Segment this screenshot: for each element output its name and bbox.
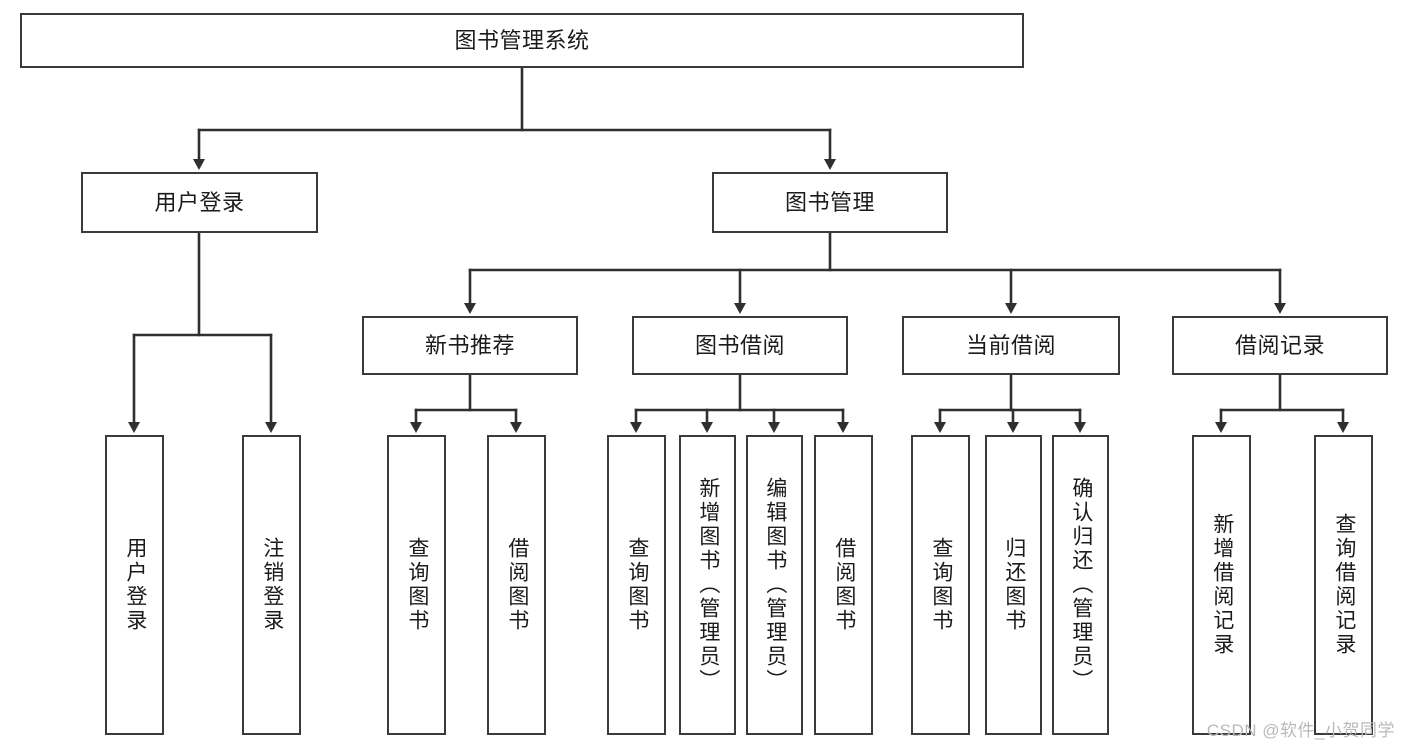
node-borrow-record[interactable]: 借阅记录 <box>1172 316 1388 375</box>
node-leaf-borrow-book-2-label: 借阅图书 <box>832 537 856 633</box>
node-root-label: 图书管理系统 <box>454 27 590 53</box>
current-borrow-to-leaves-connectors <box>934 373 1086 433</box>
node-root[interactable]: 图书管理系统 <box>20 13 1024 68</box>
node-leaf-user-login[interactable]: 用户登录 <box>105 435 164 735</box>
node-leaf-query-book-3[interactable]: 查询图书 <box>911 435 970 735</box>
node-leaf-borrow-book-1-label: 借阅图书 <box>505 537 529 633</box>
csdn-watermark: CSDN @软件_小贺同学 <box>1206 721 1395 740</box>
node-current-borrow-label: 当前借阅 <box>965 332 1056 358</box>
node-new-book-recommend-label: 新书推荐 <box>424 332 515 358</box>
book-borrow-to-leaves-connectors <box>630 373 849 433</box>
node-leaf-borrow-book-1[interactable]: 借阅图书 <box>487 435 546 735</box>
book-management-to-level3-connectors <box>464 231 1286 314</box>
node-leaf-query-book-2[interactable]: 查询图书 <box>607 435 666 735</box>
node-leaf-edit-book-label: 编辑图书（管理员） <box>763 477 787 693</box>
node-leaf-query-record[interactable]: 查询借阅记录 <box>1314 435 1373 735</box>
node-borrow-record-label: 借阅记录 <box>1234 332 1325 358</box>
node-leaf-borrow-book-2[interactable]: 借阅图书 <box>814 435 873 735</box>
node-book-management[interactable]: 图书管理 <box>712 172 948 233</box>
node-leaf-confirm-return-label: 确认归还（管理员） <box>1069 477 1093 693</box>
borrow-record-to-leaves-connectors <box>1215 373 1349 433</box>
node-leaf-add-record-label: 新增借阅记录 <box>1210 513 1234 657</box>
new-book-recommend-to-leaves-connectors <box>410 373 522 433</box>
node-leaf-query-record-label: 查询借阅记录 <box>1332 513 1356 657</box>
root-to-level2-connectors <box>193 66 836 170</box>
node-leaf-logout-login[interactable]: 注销登录 <box>242 435 301 735</box>
node-leaf-add-record[interactable]: 新增借阅记录 <box>1192 435 1251 735</box>
node-user-login-label: 用户登录 <box>154 189 245 215</box>
node-book-borrow-label: 图书借阅 <box>694 332 785 358</box>
node-leaf-add-book[interactable]: 新增图书（管理员） <box>679 435 736 735</box>
node-book-borrow[interactable]: 图书借阅 <box>632 316 848 375</box>
node-leaf-query-book-3-label: 查询图书 <box>929 537 953 633</box>
node-book-management-label: 图书管理 <box>784 189 875 215</box>
node-current-borrow[interactable]: 当前借阅 <box>902 316 1120 375</box>
node-leaf-confirm-return[interactable]: 确认归还（管理员） <box>1052 435 1109 735</box>
node-leaf-user-login-label: 用户登录 <box>123 537 147 633</box>
node-leaf-return-book[interactable]: 归还图书 <box>985 435 1042 735</box>
node-leaf-query-book-2-label: 查询图书 <box>625 537 649 633</box>
node-leaf-return-book-label: 归还图书 <box>1002 537 1026 633</box>
node-leaf-query-book-1-label: 查询图书 <box>405 537 429 633</box>
node-leaf-logout-login-label: 注销登录 <box>260 537 284 633</box>
node-new-book-recommend[interactable]: 新书推荐 <box>362 316 578 375</box>
node-user-login[interactable]: 用户登录 <box>81 172 318 233</box>
node-leaf-add-book-label: 新增图书（管理员） <box>696 477 720 693</box>
user-login-to-leaves-connectors <box>128 231 277 433</box>
node-leaf-edit-book[interactable]: 编辑图书（管理员） <box>746 435 803 735</box>
node-leaf-query-book-1[interactable]: 查询图书 <box>387 435 446 735</box>
